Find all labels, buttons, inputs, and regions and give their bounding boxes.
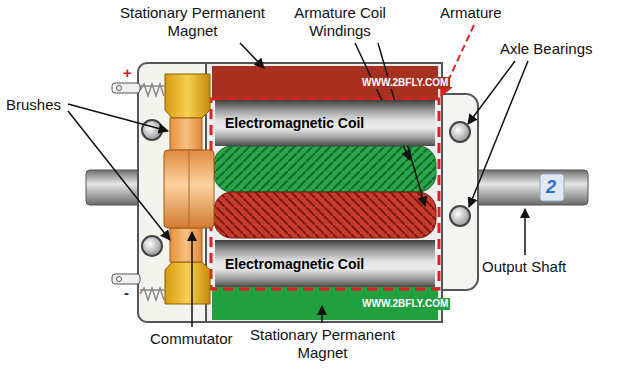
brush-holder: [165, 262, 210, 304]
terminal-hole: [117, 86, 122, 91]
terminal-sign: +: [123, 64, 132, 82]
terminal-sign: -: [124, 284, 129, 302]
bearing: [450, 206, 470, 226]
coil-box: Electromagnetic Coil: [215, 100, 435, 146]
leader-line: [68, 111, 170, 240]
leader-line: [68, 104, 168, 131]
leader-line: [321, 306, 323, 323]
commutator: [164, 150, 214, 228]
winding-green: [214, 146, 436, 192]
watermark: WWW.2BFLY.COM: [360, 298, 450, 310]
bearing: [450, 122, 470, 142]
end-cap: [138, 63, 218, 322]
bearing: [142, 120, 162, 140]
motor-can: [206, 63, 442, 322]
terminal-hole: [117, 277, 122, 282]
leader-line: [524, 209, 526, 255]
leader-line: [191, 232, 193, 327]
leader-line: [468, 61, 515, 124]
spring: [140, 288, 165, 300]
part-label: Brushes: [6, 96, 61, 114]
brush: [170, 228, 202, 262]
terminal: [112, 83, 140, 93]
part-label: Stationary Permanent Magnet: [240, 326, 405, 362]
brush-holder: [165, 74, 210, 118]
spring: [140, 84, 165, 96]
coil-box: Electromagnetic Coil: [215, 240, 435, 287]
part-label: Commutator: [150, 330, 233, 348]
part-label: Armature Coil Windings: [280, 4, 400, 40]
winding-red: [214, 192, 436, 238]
coil-label: Electromagnetic Coil: [225, 115, 364, 131]
output-shaft: [470, 170, 588, 205]
part-label: Output Shaft: [482, 258, 566, 276]
bearing: [142, 236, 162, 256]
part-label: Armature: [440, 4, 502, 22]
terminal: [112, 274, 140, 284]
armature-outline: [211, 99, 439, 289]
shaft-logo: 2: [546, 177, 556, 197]
part-label: Stationary Permanent Magnet: [110, 4, 275, 40]
watermark: WWW.2BFLY.COM: [360, 77, 450, 89]
shaft-badge: [540, 174, 564, 201]
commutator-split: [189, 150, 190, 228]
part-label: Axle Bearings: [500, 40, 593, 58]
coil-label: Electromagnetic Coil: [225, 256, 364, 272]
brush: [170, 118, 202, 150]
leader-line: [469, 61, 528, 207]
leader-line: [240, 43, 264, 68]
